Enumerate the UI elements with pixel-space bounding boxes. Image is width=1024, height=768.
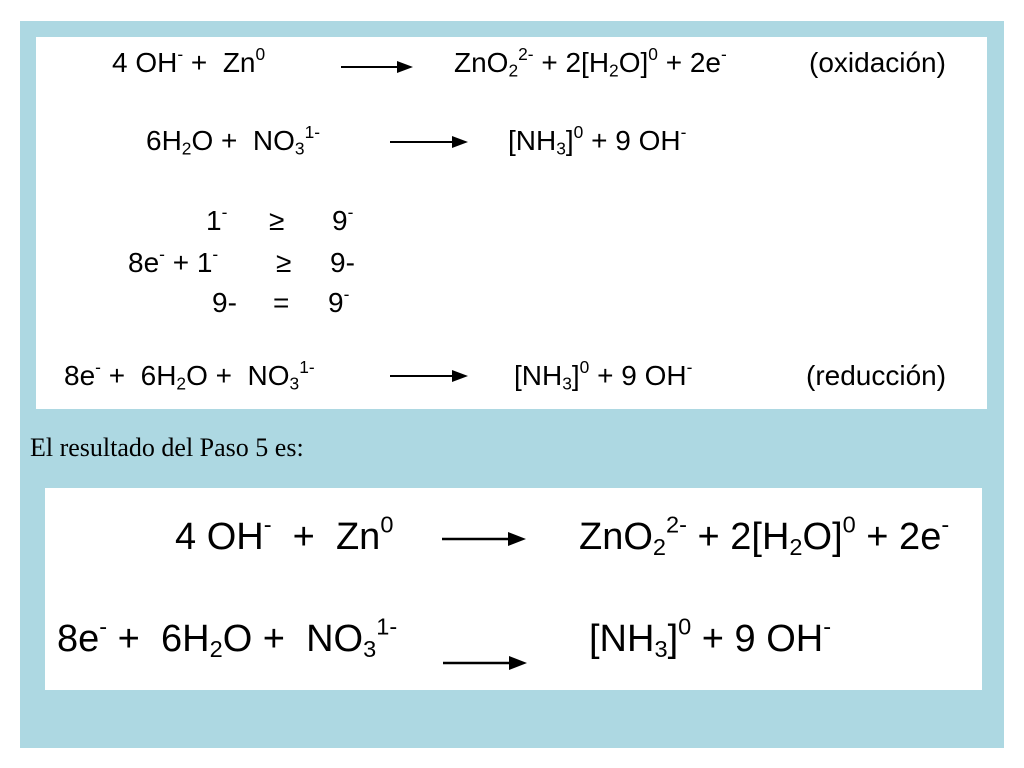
- result-box: 4 OH- + Zn0 ZnO22- + 2[H2O]0 + 2e- 8e- +…: [45, 488, 982, 690]
- reactant-hydroxide: 4 OH-: [175, 511, 272, 558]
- balance-row-2-right: 9-: [330, 247, 355, 278]
- product-ammonia: [NH3]0: [508, 121, 584, 159]
- reaction-arrow-icon: [390, 136, 468, 152]
- product-zincate: ZnO22-: [454, 43, 534, 81]
- balance-row-3-right: 9-: [328, 283, 350, 318]
- product-water: + 2[H2O]0: [533, 43, 658, 81]
- balance-row-3-left: 9-: [212, 287, 237, 318]
- product-hydroxide: + 9 OH-: [691, 613, 832, 660]
- reactant-nitrate: O + NO31-: [191, 121, 321, 159]
- oxidation-equation: 4 OH- + Zn0: [112, 43, 266, 79]
- slide-background: 4 OH- + Zn0 ZnO22- + 2[H2O]0 + 2e- (oxid…: [20, 21, 1004, 748]
- reactant-water: + 6H2: [100, 360, 187, 394]
- step-caption: El resultado del Paso 5 es:: [30, 433, 304, 462]
- balance-row-1-left: 1-: [206, 201, 228, 236]
- result-reduction-products: [NH3]0 + 9 OH-: [589, 613, 832, 662]
- reactant-nitrate: O + NO31-: [186, 356, 315, 394]
- reactant-water: + 6H2: [107, 618, 223, 662]
- reactant-electrons: 8e-: [64, 356, 101, 391]
- reactant-zinc: + Zn0: [271, 511, 394, 558]
- product-water: + 2[H2O]0: [686, 511, 856, 560]
- reaction-arrow-icon: [390, 370, 468, 386]
- nitrate-equation-products: [NH3]0 + 9 OH-: [508, 121, 687, 159]
- product-ammonia: [NH3]0: [589, 613, 692, 662]
- balance-row-1-operator: ≥: [269, 205, 285, 236]
- reaction-arrow-icon: [442, 532, 526, 548]
- product-ammonia: [NH3]0: [514, 356, 590, 394]
- reaction-arrow-icon: [341, 61, 413, 77]
- product-electrons: + 2e-: [855, 511, 950, 558]
- result-oxidation-reactants: 4 OH- + Zn0: [175, 511, 394, 559]
- reduction-label: (reducción): [806, 360, 947, 391]
- product-hydroxide: + 9 OH-: [583, 121, 687, 156]
- reactant-hydroxide: 4 OH-: [112, 43, 184, 78]
- oxidation-label: (oxidación): [809, 47, 946, 78]
- reactant-nitrate: O + NO31-: [222, 613, 398, 662]
- balance-row-1-right: 9-: [332, 201, 354, 236]
- reaction-arrow-icon: [443, 656, 527, 672]
- half-reactions-box: 4 OH- + Zn0 ZnO22- + 2[H2O]0 + 2e- (oxid…: [36, 37, 987, 409]
- product-electrons: + 2e-: [657, 43, 727, 78]
- result-reduction-reactants: 8e- + 6H2 O + NO31-: [57, 613, 398, 662]
- result-oxidation-products: ZnO22- + 2[H2O]0 + 2e-: [579, 511, 950, 560]
- reduction-equation-products: [NH3]0 + 9 OH-: [514, 356, 693, 394]
- nitrate-equation-reactants: 6H2 O + NO31-: [146, 121, 321, 159]
- reactant-water: 6H2: [146, 125, 192, 159]
- reduction-equation-reactants: 8e- + 6H2 O + NO31-: [64, 356, 315, 394]
- balance-row-2-operator: ≥: [276, 247, 292, 278]
- product-hydroxide: + 9 OH-: [589, 356, 693, 391]
- oxidation-products: ZnO22- + 2[H2O]0 + 2e-: [454, 43, 727, 81]
- balance-row-3-operator: =: [273, 287, 290, 318]
- product-zincate: ZnO22-: [579, 511, 687, 560]
- balance-row-2-left: 8e- + 1-: [128, 243, 219, 278]
- reactant-zinc: + Zn0: [183, 43, 266, 78]
- reactant-electrons: 8e-: [57, 613, 108, 660]
